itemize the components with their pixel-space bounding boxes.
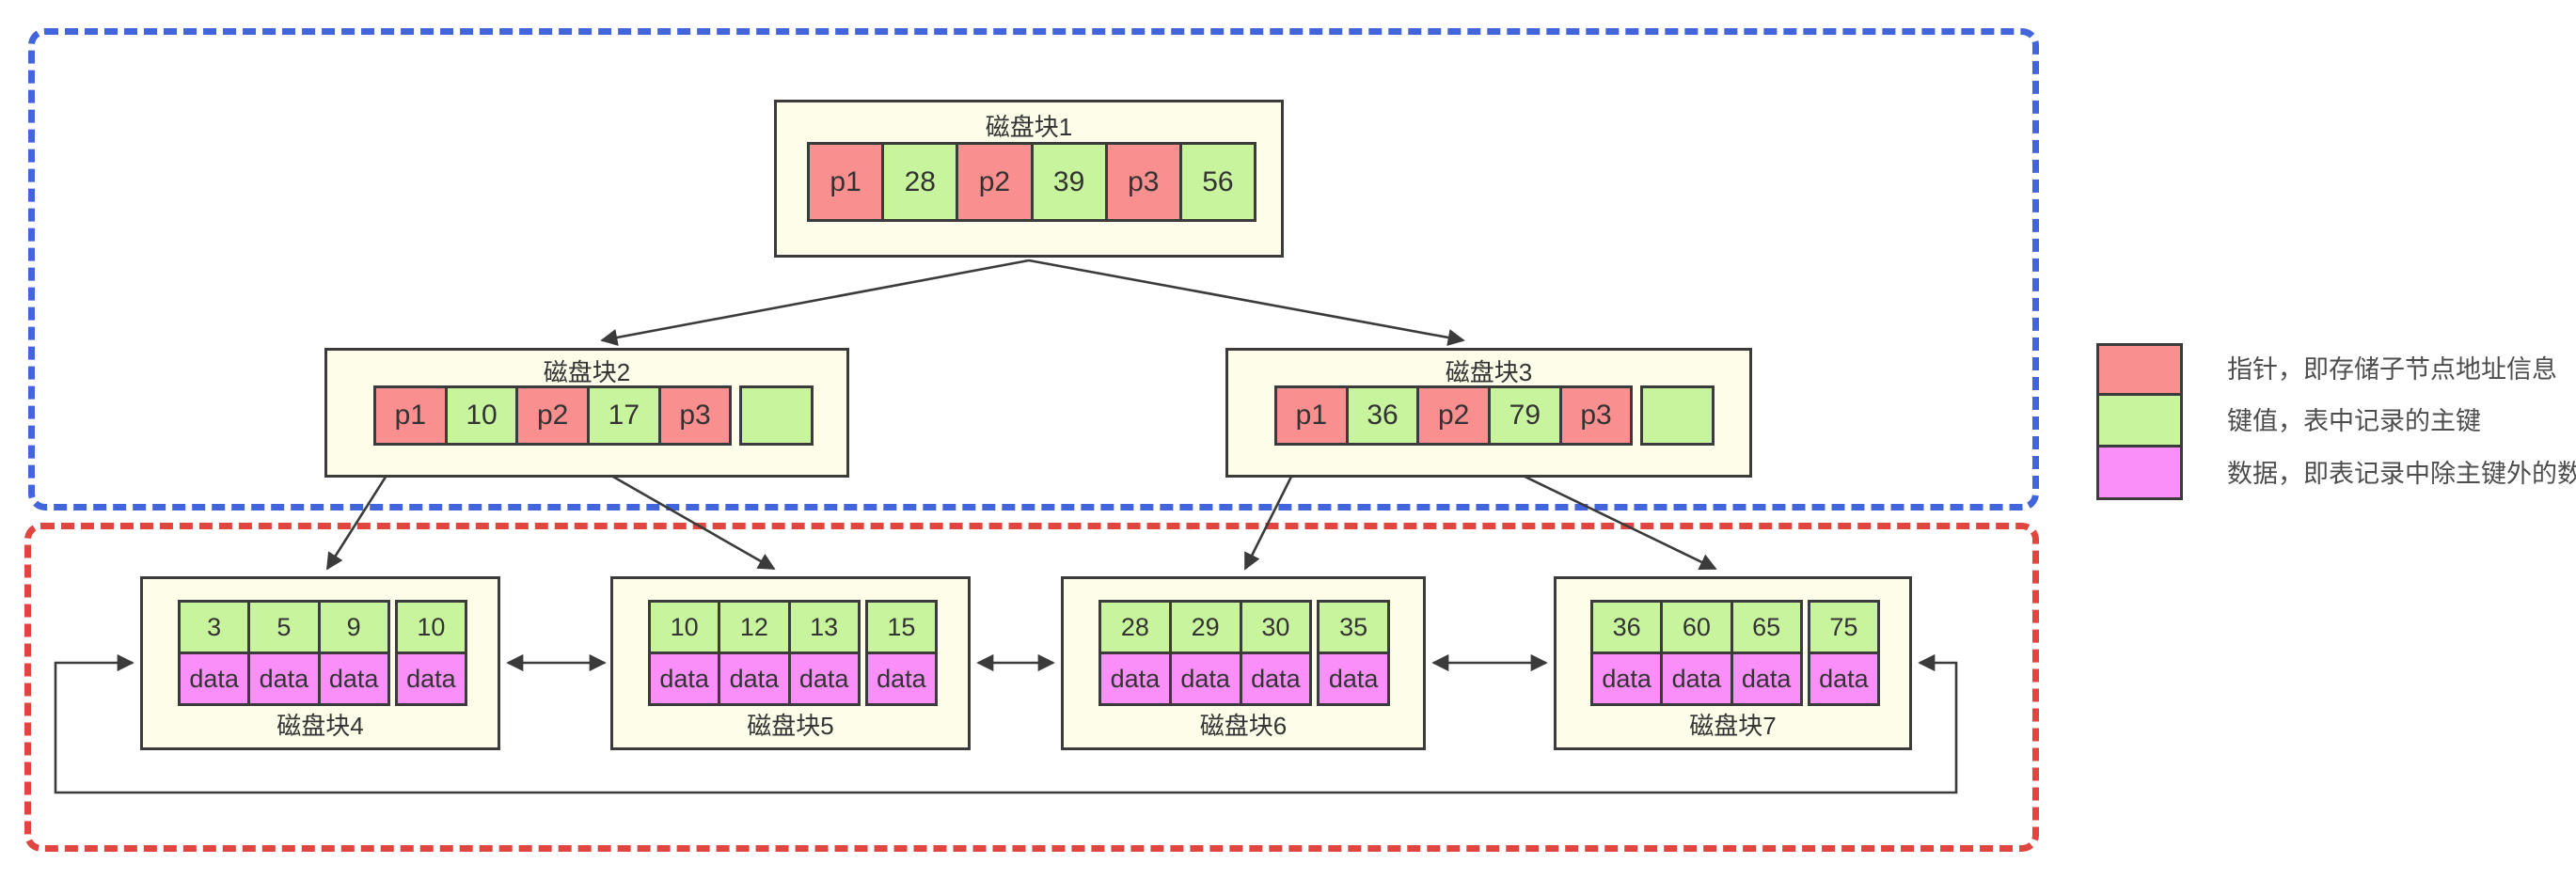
legend-label-data: 数据，即表记录中除主键外的数据: [2227, 460, 2576, 488]
disk-block-2: 磁盘块2 p1 10 p2 17 p3: [324, 348, 849, 478]
disk-block-1-title: 磁盘块1: [985, 113, 1073, 141]
disk-block-5-key-4: 15: [864, 600, 938, 654]
disk-block-5-key-2: 12: [718, 600, 791, 654]
disk-block-2-cell-10: 10: [444, 385, 519, 446]
disk-block-6-key-4: 35: [1317, 600, 1390, 654]
legend-swatch-pointer: [2096, 343, 2183, 396]
disk-block-5-data-2: data: [718, 652, 791, 706]
disk-block-4-data-4: data: [394, 652, 467, 706]
disk-block-7-title: 磁盘块7: [1689, 712, 1777, 740]
disk-block-5-data: data data data data: [648, 652, 938, 706]
disk-block-7-data: data data data data: [1590, 652, 1880, 706]
disk-block-3-cell-79: 79: [1488, 385, 1562, 446]
disk-block-5-keys: 10 12 13 15: [648, 600, 938, 654]
disk-block-5-data-4: data: [864, 652, 938, 706]
disk-block-3-cells: p1 36 p2 79 p3: [1274, 385, 1715, 446]
disk-block-5-title: 磁盘块5: [747, 712, 834, 740]
disk-block-6-key-1: 28: [1098, 600, 1172, 654]
disk-block-6-data-4: data: [1317, 652, 1390, 706]
disk-block-6-title: 磁盘块6: [1199, 712, 1288, 740]
disk-block-5-data-3: data: [787, 652, 861, 706]
disk-block-4-key-4: 10: [394, 600, 467, 654]
disk-block-3-cell-36: 36: [1345, 385, 1420, 446]
disk-block-2-cell-empty: [739, 385, 814, 446]
legend-label-key: 键值，表中记录的主键: [2227, 407, 2481, 435]
disk-block-4-title: 磁盘块4: [277, 712, 364, 740]
disk-block-3-cell-empty: [1640, 385, 1715, 446]
disk-block-7-data-2: data: [1660, 652, 1733, 706]
disk-block-7-key-3: 65: [1730, 600, 1803, 654]
disk-block-1-cell-p1: p1: [807, 142, 885, 222]
disk-block-3-cell-p1: p1: [1274, 385, 1349, 446]
disk-block-6-key-3: 30: [1239, 600, 1313, 654]
disk-block-2-cells: p1 10 p2 17 p3: [373, 385, 814, 446]
disk-block-5-data-1: data: [648, 652, 721, 706]
disk-block-1: 磁盘块1 p1 28 p2 39 p3 56: [774, 100, 1284, 258]
disk-block-3-cell-p2: p2: [1416, 385, 1492, 446]
disk-block-2-cell-17: 17: [587, 385, 661, 446]
disk-block-7-keys: 36 60 65 75: [1590, 600, 1880, 654]
disk-block-4-key-2: 5: [247, 600, 321, 654]
disk-block-5: 10 12 13 15 data data data data 磁盘块5: [610, 576, 971, 750]
disk-block-5-key-1: 10: [648, 600, 721, 654]
disk-block-7-data-3: data: [1730, 652, 1803, 706]
disk-block-1-cells: p1 28 p2 39 p3 56: [807, 142, 1257, 222]
disk-block-7: 36 60 65 75 data data data data 磁盘块7: [1554, 576, 1912, 750]
disk-block-5-key-3: 13: [787, 600, 861, 654]
disk-block-3: 磁盘块3 p1 36 p2 79 p3: [1225, 348, 1752, 478]
disk-block-2-cell-p2: p2: [515, 385, 591, 446]
disk-block-6-data-3: data: [1239, 652, 1313, 706]
disk-block-6: 28 29 30 35 data data data data 磁盘块6: [1061, 576, 1426, 750]
disk-block-2-cell-p1: p1: [373, 385, 448, 446]
disk-block-7-key-4: 75: [1807, 600, 1880, 654]
disk-block-2-title: 磁盘块2: [543, 358, 631, 386]
disk-block-6-data-1: data: [1098, 652, 1172, 706]
disk-block-4-key-1: 3: [178, 600, 251, 654]
disk-block-1-cell-56: 56: [1178, 142, 1257, 222]
disk-block-3-cell-p3: p3: [1558, 385, 1634, 446]
legend-swatch-key: [2096, 393, 2183, 448]
index-region-dashed-box: [28, 28, 2039, 510]
disk-block-3-title: 磁盘块3: [1445, 358, 1533, 386]
disk-block-1-cell-p3: p3: [1104, 142, 1182, 222]
disk-block-4-data-2: data: [247, 652, 321, 706]
disk-block-4-data-3: data: [317, 652, 390, 706]
legend-label-pointer: 指针，即存储子节点地址信息: [2227, 355, 2557, 384]
disk-block-7-data-1: data: [1590, 652, 1664, 706]
disk-block-1-cell-28: 28: [881, 142, 959, 222]
disk-block-4-data-1: data: [178, 652, 251, 706]
disk-block-4-key-3: 9: [317, 600, 390, 654]
disk-block-2-cell-p3: p3: [657, 385, 733, 446]
disk-block-1-cell-p2: p2: [956, 142, 1034, 222]
disk-block-7-data-4: data: [1807, 652, 1880, 706]
disk-block-4: 3 5 9 10 data data data data 磁盘块4: [140, 576, 500, 750]
disk-block-1-cell-39: 39: [1030, 142, 1108, 222]
disk-block-6-data-2: data: [1168, 652, 1242, 706]
disk-block-7-key-2: 60: [1660, 600, 1733, 654]
disk-block-4-keys: 3 5 9 10: [178, 600, 467, 654]
disk-block-6-key-2: 29: [1168, 600, 1242, 654]
disk-block-4-data: data data data data: [178, 652, 467, 706]
disk-block-6-keys: 28 29 30 35: [1098, 600, 1390, 654]
leaf-region-dashed-box: [24, 523, 2039, 852]
disk-block-7-key-1: 36: [1590, 600, 1664, 654]
legend-swatch-data: [2096, 445, 2183, 500]
disk-block-6-data: data data data data: [1098, 652, 1390, 706]
